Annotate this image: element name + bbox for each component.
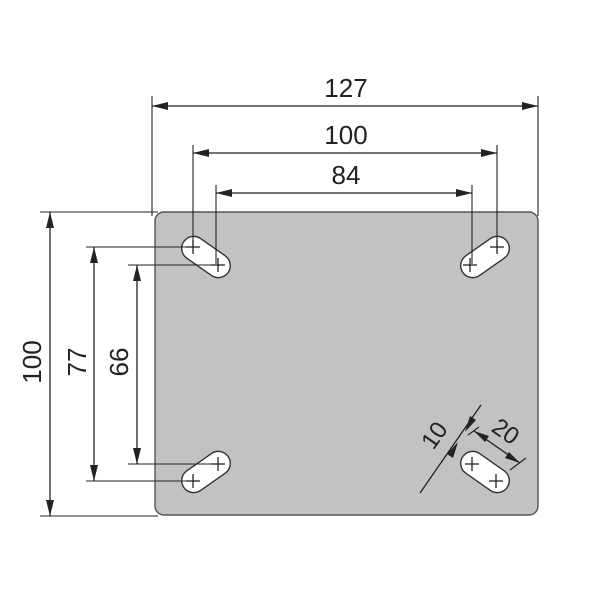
cross-icon <box>465 457 503 488</box>
plate <box>154 211 539 516</box>
dimension-hole-spacing-inner-y: 66 <box>104 264 214 465</box>
slot-top-right <box>460 235 510 279</box>
dimension-label: 77 <box>62 348 92 377</box>
dimension-label: 127 <box>324 73 367 103</box>
dimension-hole-spacing-outer-x: 100 <box>192 120 498 246</box>
dimension-label: 66 <box>104 348 134 377</box>
dimension-label: 84 <box>332 160 361 190</box>
dimension-hole-spacing-inner-x: 84 <box>215 160 473 264</box>
dimension-overall-width: 127 <box>151 73 539 216</box>
dimension-overall-height: 100 <box>17 211 158 517</box>
dimension-label: 100 <box>17 340 47 383</box>
dimension-hole-spacing-outer-y: 77 <box>62 246 196 482</box>
dimension-label: 100 <box>324 120 367 150</box>
slot-bottom-right <box>460 450 510 494</box>
